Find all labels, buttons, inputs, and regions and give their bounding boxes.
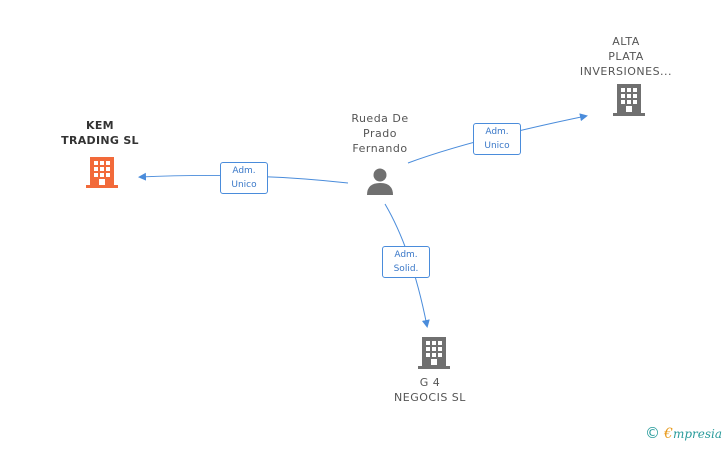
person-name-line: Rueda De (351, 112, 409, 125)
edge-label-line: Adm. (394, 250, 418, 260)
person-name-line: Fernando (352, 142, 408, 155)
company-name-line: PLATA (608, 50, 644, 63)
company-name-line: G 4 (419, 376, 441, 389)
company-name-line: TRADING SL (61, 134, 139, 147)
building-icon[interactable] (418, 337, 450, 369)
edge-label-line: Unico (484, 141, 510, 151)
building-icon[interactable] (613, 84, 645, 116)
company-label-alta[interactable]: ALTA PLATA INVERSIONES... (566, 34, 686, 79)
person-name-line: Prado (363, 127, 397, 140)
company-name-line: NEGOCIS SL (394, 391, 466, 404)
edge-label-line: Unico (231, 180, 257, 190)
edge-label-line: Adm. (232, 166, 256, 176)
brand-logo: ©€mpresia (645, 424, 722, 442)
company-name-line: INVERSIONES... (579, 65, 673, 78)
brand-name: mpresia (672, 427, 722, 441)
copyright-icon: © (645, 424, 661, 442)
building-icon[interactable] (86, 157, 118, 188)
edge-label-to-kem: Adm. Unico (220, 162, 268, 194)
edge-label-line: Adm. (485, 127, 509, 137)
company-label-g4[interactable]: G 4 NEGOCIS SL (380, 375, 480, 405)
edge-label-to-alta: Adm. Unico (473, 123, 521, 155)
person-icon[interactable] (367, 168, 393, 196)
company-name-line: KEM (86, 119, 114, 132)
brand-e-glyph: € (664, 426, 673, 442)
company-name-line: ALTA (612, 35, 640, 48)
company-label-kem[interactable]: KEM TRADING SL (50, 118, 150, 148)
edge-label-line: Solid. (393, 264, 419, 274)
person-name-label[interactable]: Rueda De Prado Fernando (330, 111, 430, 156)
edge-label-to-g4: Adm. Solid. (382, 246, 430, 278)
